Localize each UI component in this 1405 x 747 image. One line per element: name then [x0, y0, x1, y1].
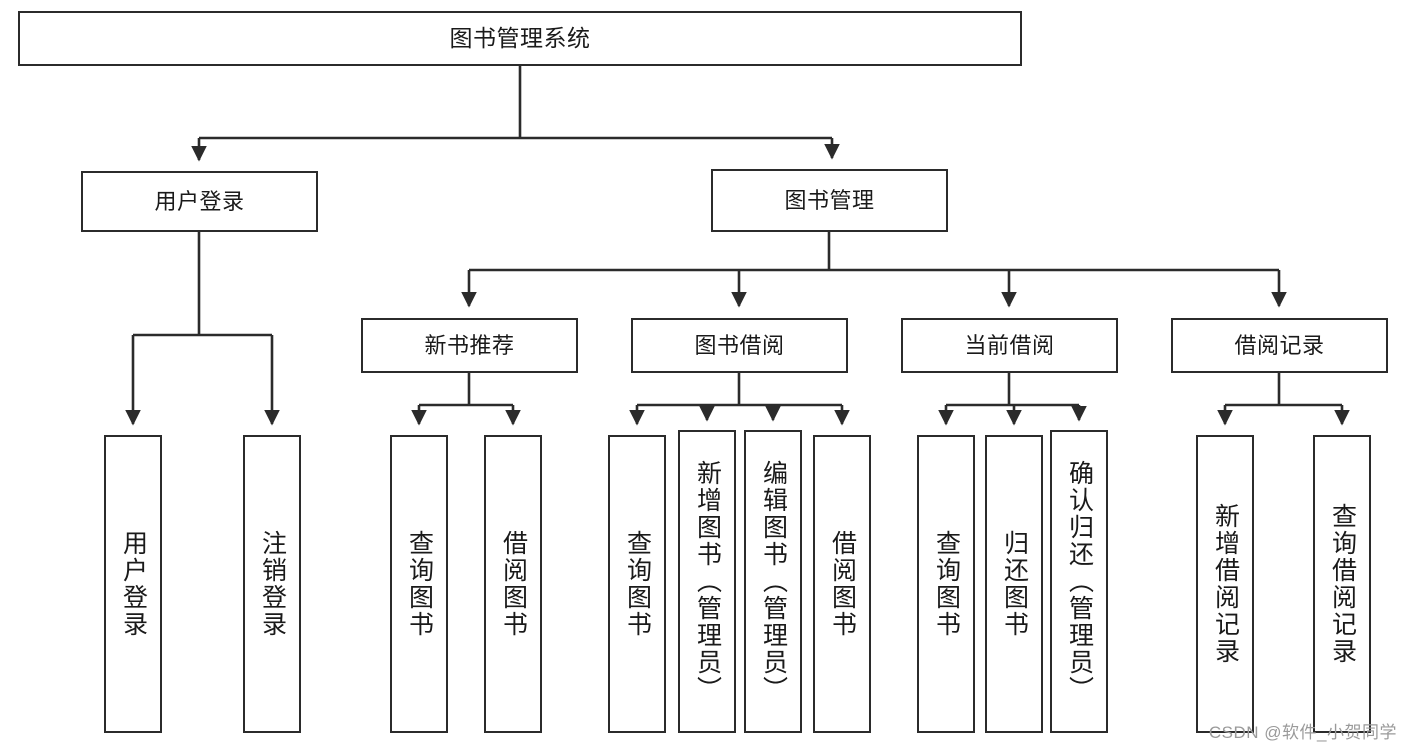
- node-label: 新增图书（管理员）: [693, 460, 722, 703]
- node-leaf-borrow-book-2[interactable]: 借阅图书: [813, 435, 871, 733]
- node-leaf-logout-login[interactable]: 注销登录: [243, 435, 301, 733]
- node-label: 用户登录: [119, 530, 148, 638]
- node-label: 借阅图书: [828, 530, 857, 638]
- node-label: 借阅记录: [1234, 332, 1325, 358]
- node-leaf-query-book-2[interactable]: 查询图书: [608, 435, 666, 733]
- node-book-management[interactable]: 图书管理: [711, 169, 948, 232]
- node-label: 图书管理: [784, 187, 875, 213]
- node-user-login[interactable]: 用户登录: [81, 171, 318, 232]
- node-label: 注销登录: [258, 530, 287, 638]
- node-leaf-query-book-1[interactable]: 查询图书: [390, 435, 448, 733]
- node-new-book-recommend[interactable]: 新书推荐: [361, 318, 578, 373]
- node-leaf-confirm-return-admin[interactable]: 确认归还（管理员）: [1050, 430, 1108, 733]
- node-root-system[interactable]: 图书管理系统: [18, 11, 1022, 66]
- node-label: 用户登录: [154, 188, 245, 214]
- node-current-borrow[interactable]: 当前借阅: [901, 318, 1118, 373]
- node-label: 图书借阅: [694, 332, 785, 358]
- node-leaf-query-borrow-record[interactable]: 查询借阅记录: [1313, 435, 1371, 733]
- node-label: 新书推荐: [424, 332, 515, 358]
- node-leaf-return-book[interactable]: 归还图书: [985, 435, 1043, 733]
- node-book-borrow[interactable]: 图书借阅: [631, 318, 848, 373]
- node-leaf-add-book-admin[interactable]: 新增图书（管理员）: [678, 430, 736, 733]
- node-label: 查询图书: [932, 530, 961, 638]
- node-label: 编辑图书（管理员）: [759, 460, 788, 703]
- node-label: 新增借阅记录: [1211, 503, 1240, 665]
- node-label: 确认归还（管理员）: [1065, 460, 1094, 703]
- node-label: 查询借阅记录: [1328, 503, 1357, 665]
- node-borrow-record[interactable]: 借阅记录: [1171, 318, 1388, 373]
- node-label: 归还图书: [1000, 530, 1029, 638]
- node-leaf-user-login[interactable]: 用户登录: [104, 435, 162, 733]
- csdn-watermark: CSDN @软件_小贺同学: [1208, 723, 1397, 742]
- node-label: 查询图书: [405, 530, 434, 638]
- node-leaf-add-borrow-record[interactable]: 新增借阅记录: [1196, 435, 1254, 733]
- node-leaf-query-book-3[interactable]: 查询图书: [917, 435, 975, 733]
- node-leaf-borrow-book-1[interactable]: 借阅图书: [484, 435, 542, 733]
- node-label: 图书管理系统: [449, 25, 591, 52]
- node-label: 查询图书: [623, 530, 652, 638]
- node-label: 借阅图书: [499, 530, 528, 638]
- node-label: 当前借阅: [964, 332, 1055, 358]
- node-leaf-edit-book-admin[interactable]: 编辑图书（管理员）: [744, 430, 802, 733]
